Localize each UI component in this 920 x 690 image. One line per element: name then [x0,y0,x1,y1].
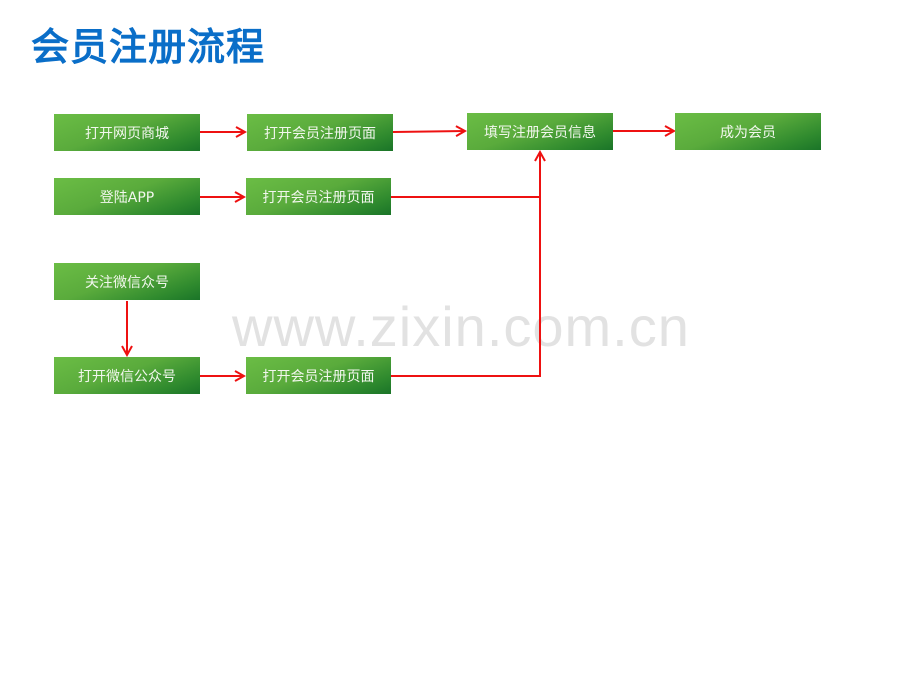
node-login-app: 登陆APP [54,178,200,215]
node-open-reg-page-1: 打开会员注册页面 [247,114,393,151]
line-reg3-to-fill [391,152,540,377]
page-title: 会员注册流程 [31,25,266,69]
node-open-reg-page-2: 打开会员注册页面 [246,178,391,215]
node-become-member: 成为会员 [675,113,821,150]
node-open-reg-page-3: 打开会员注册页面 [246,357,391,394]
node-open-wechat: 打开微信公众号 [54,357,200,394]
node-follow-wechat: 关注微信众号 [54,263,200,300]
node-fill-info: 填写注册会员信息 [467,113,613,150]
node-web-mall: 打开网页商城 [54,114,200,151]
arrow-reg1-to-fill [392,131,465,132]
watermark: www.zixin.com.cn [232,295,690,358]
